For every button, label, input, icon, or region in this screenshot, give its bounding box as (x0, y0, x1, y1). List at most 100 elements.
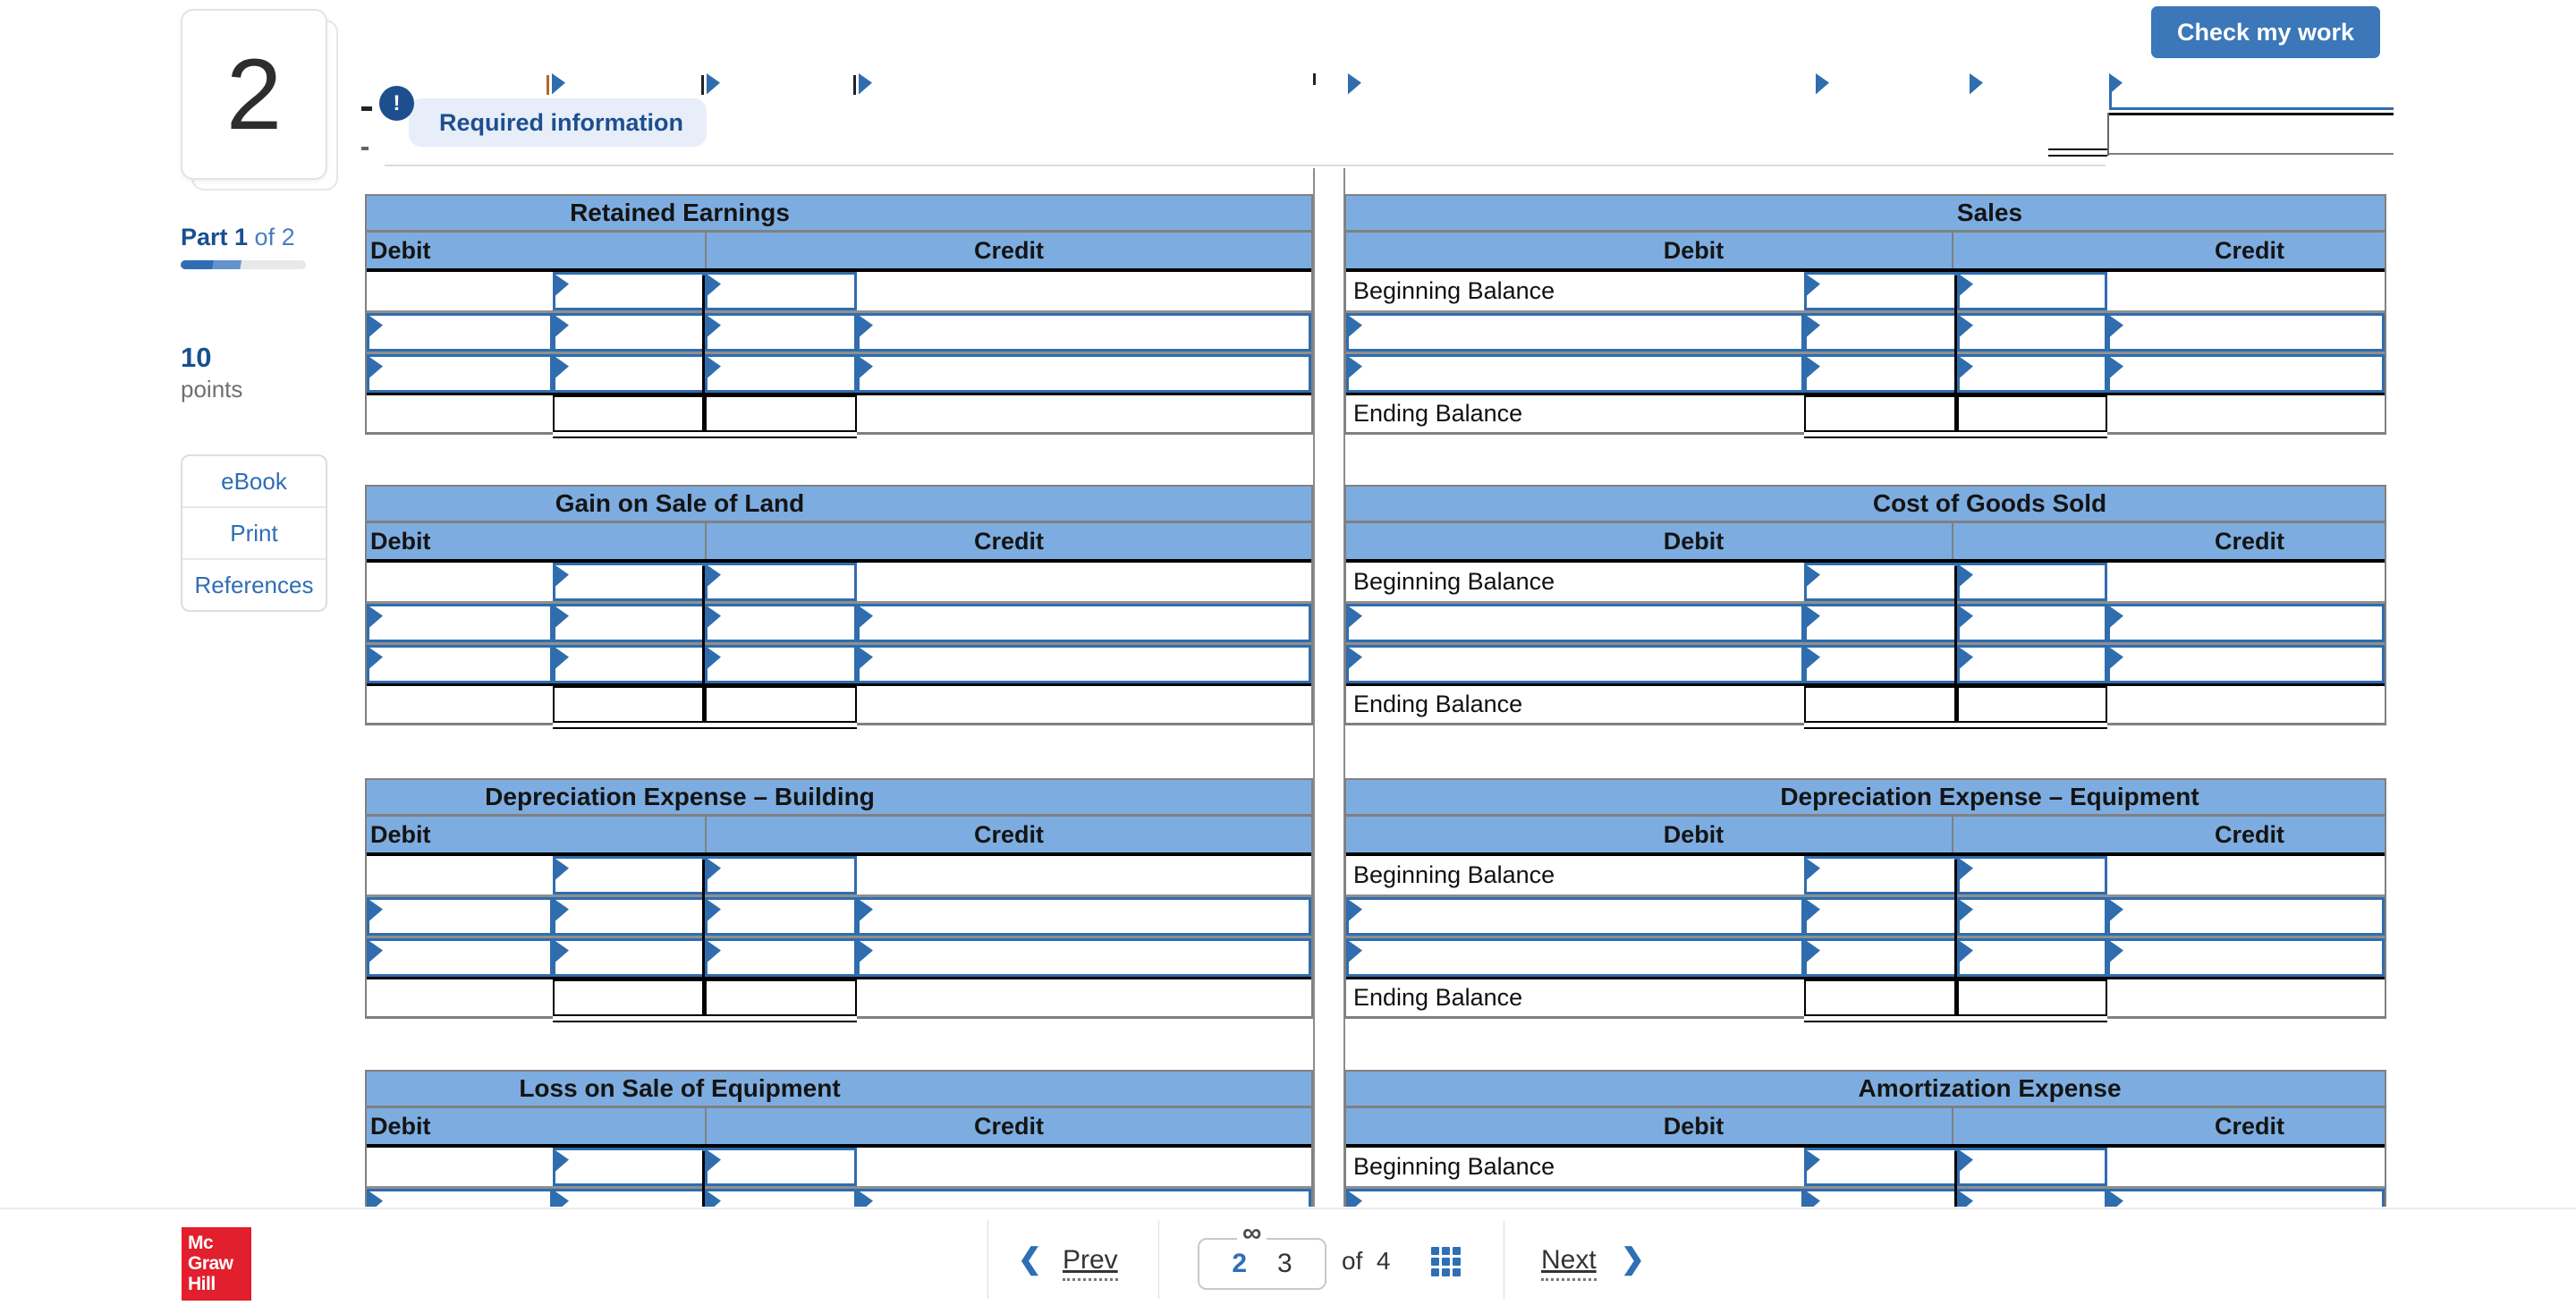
credit-desc-cell[interactable] (857, 354, 1311, 393)
debit-amount-cell[interactable] (1804, 1189, 1957, 1207)
check-my-work-button[interactable]: Check my work (2151, 6, 2380, 58)
credit-desc-cell[interactable] (857, 604, 1311, 642)
credit-amount-cell[interactable] (705, 856, 857, 894)
credit-amount-cell[interactable] (705, 1148, 857, 1186)
ledger-scroll-area[interactable]: Retained Earnings Debit Credit Gain on S… (0, 0, 2576, 1207)
dropdown-marker-icon (1960, 316, 1973, 337)
debit-amount-cell[interactable] (553, 856, 705, 894)
credit-amount-cell[interactable] (1957, 645, 2107, 683)
debit-desc-cell[interactable] (1346, 938, 1804, 977)
credit-amount-cell[interactable] (1957, 897, 2107, 936)
debit-amount-cell[interactable] (553, 897, 705, 936)
debit-desc-cell[interactable] (367, 604, 553, 642)
debit-amount-cell[interactable] (1804, 313, 1957, 352)
debit-desc-cell[interactable] (1346, 354, 1804, 393)
debit-amount-cell[interactable] (553, 1148, 705, 1186)
debit-amount-cell[interactable] (553, 604, 705, 642)
debit-amount-cell[interactable] (1804, 272, 1957, 310)
debit-amount-cell[interactable] (553, 313, 705, 352)
debit-amount-cell[interactable] (1804, 354, 1957, 393)
credit-amount-cell[interactable] (1957, 313, 2107, 352)
ebook-link[interactable]: eBook (182, 456, 326, 508)
credit-amount-cell[interactable] (1957, 1148, 2107, 1186)
credit-amount-cell[interactable] (1957, 563, 2107, 601)
debit-desc-cell[interactable] (367, 1189, 553, 1207)
debit-amount-total-cell[interactable] (553, 686, 705, 723)
debit-amount-cell[interactable] (553, 272, 705, 310)
references-link[interactable]: References (194, 571, 314, 598)
debit-desc-cell[interactable] (367, 354, 553, 393)
current-page[interactable]: 2 (1232, 1249, 1247, 1278)
credit-desc-cell[interactable] (2107, 897, 2385, 936)
debit-amount-total-cell[interactable] (553, 395, 705, 432)
debit-amount-cell[interactable] (1804, 938, 1957, 977)
credit-amount-cell[interactable] (1957, 856, 2107, 894)
credit-amount-total-cell[interactable] (1957, 395, 2107, 432)
next-page-number[interactable]: 3 (1277, 1249, 1292, 1278)
credit-desc-cell[interactable] (2107, 938, 2385, 977)
debit-desc-cell[interactable] (367, 313, 553, 352)
credit-desc-cell[interactable] (2107, 604, 2385, 642)
debit-amount-cell[interactable] (553, 1189, 705, 1207)
debit-desc-cell[interactable] (367, 645, 553, 683)
credit-amount-cell[interactable] (1957, 272, 2107, 310)
chevron-left-icon[interactable]: ❮ (1018, 1242, 1042, 1275)
debit-amount-cell[interactable] (1804, 856, 1957, 894)
credit-amount-cell[interactable] (705, 1189, 857, 1207)
prev-button[interactable]: Prev (1063, 1245, 1118, 1281)
credit-desc-cell[interactable] (857, 897, 1311, 936)
debit-desc-cell[interactable] (1346, 645, 1804, 683)
debit-desc-cell[interactable] (1346, 1189, 1804, 1207)
credit-desc-cell[interactable] (2107, 313, 2385, 352)
debit-amount-cell[interactable] (553, 563, 705, 601)
credit-desc-cell[interactable] (857, 1189, 1311, 1207)
credit-amount-cell[interactable] (705, 604, 857, 642)
t-account-center-rule (1954, 1151, 1957, 1207)
chevron-right-icon[interactable]: ❯ (1621, 1242, 1645, 1275)
credit-amount-total-cell[interactable] (705, 395, 857, 432)
debit-amount-total-cell[interactable] (1804, 395, 1957, 432)
credit-amount-cell[interactable] (705, 313, 857, 352)
credit-amount-total-cell[interactable] (705, 979, 857, 1016)
credit-desc-cell[interactable] (2107, 645, 2385, 683)
credit-amount-cell[interactable] (1957, 604, 2107, 642)
debit-amount-total-cell[interactable] (553, 979, 705, 1016)
debit-amount-cell[interactable] (553, 645, 705, 683)
credit-amount-cell[interactable] (705, 645, 857, 683)
debit-amount-cell[interactable] (553, 354, 705, 393)
debit-amount-total-cell[interactable] (1804, 686, 1957, 723)
credit-amount-cell[interactable] (705, 897, 857, 936)
debit-desc-cell[interactable] (1346, 313, 1804, 352)
credit-desc-cell[interactable] (2107, 1189, 2385, 1207)
credit-desc-cell[interactable] (857, 313, 1311, 352)
debit-amount-cell[interactable] (1804, 563, 1957, 601)
debit-amount-cell[interactable] (1804, 604, 1957, 642)
debit-desc-cell[interactable] (367, 938, 553, 977)
credit-amount-cell[interactable] (705, 354, 857, 393)
print-link[interactable]: Print (182, 508, 326, 560)
debit-amount-cell[interactable] (553, 938, 705, 977)
debit-amount-cell[interactable] (1804, 645, 1957, 683)
next-button[interactable]: Next (1541, 1245, 1597, 1281)
credit-amount-cell[interactable] (1957, 938, 2107, 977)
credit-amount-cell[interactable] (1957, 354, 2107, 393)
credit-amount-total-cell[interactable] (1957, 686, 2107, 723)
debit-amount-cell[interactable] (1804, 897, 1957, 936)
debit-desc-cell[interactable] (367, 897, 553, 936)
credit-amount-total-cell[interactable] (705, 686, 857, 723)
t-account-center-rule (1954, 860, 1957, 1021)
ledger-row (1346, 354, 2385, 393)
credit-amount-cell[interactable] (705, 938, 857, 977)
all-pages-grid-icon[interactable] (1431, 1247, 1461, 1276)
credit-desc-cell[interactable] (2107, 354, 2385, 393)
credit-desc-cell[interactable] (857, 645, 1311, 683)
credit-amount-cell[interactable] (1957, 1189, 2107, 1207)
credit-amount-cell[interactable] (705, 563, 857, 601)
credit-desc-cell[interactable] (857, 938, 1311, 977)
debit-amount-cell[interactable] (1804, 1148, 1957, 1186)
debit-desc-cell[interactable] (1346, 604, 1804, 642)
debit-desc-cell[interactable] (1346, 897, 1804, 936)
credit-amount-total-cell[interactable] (1957, 979, 2107, 1016)
credit-amount-cell[interactable] (705, 272, 857, 310)
debit-amount-total-cell[interactable] (1804, 979, 1957, 1016)
